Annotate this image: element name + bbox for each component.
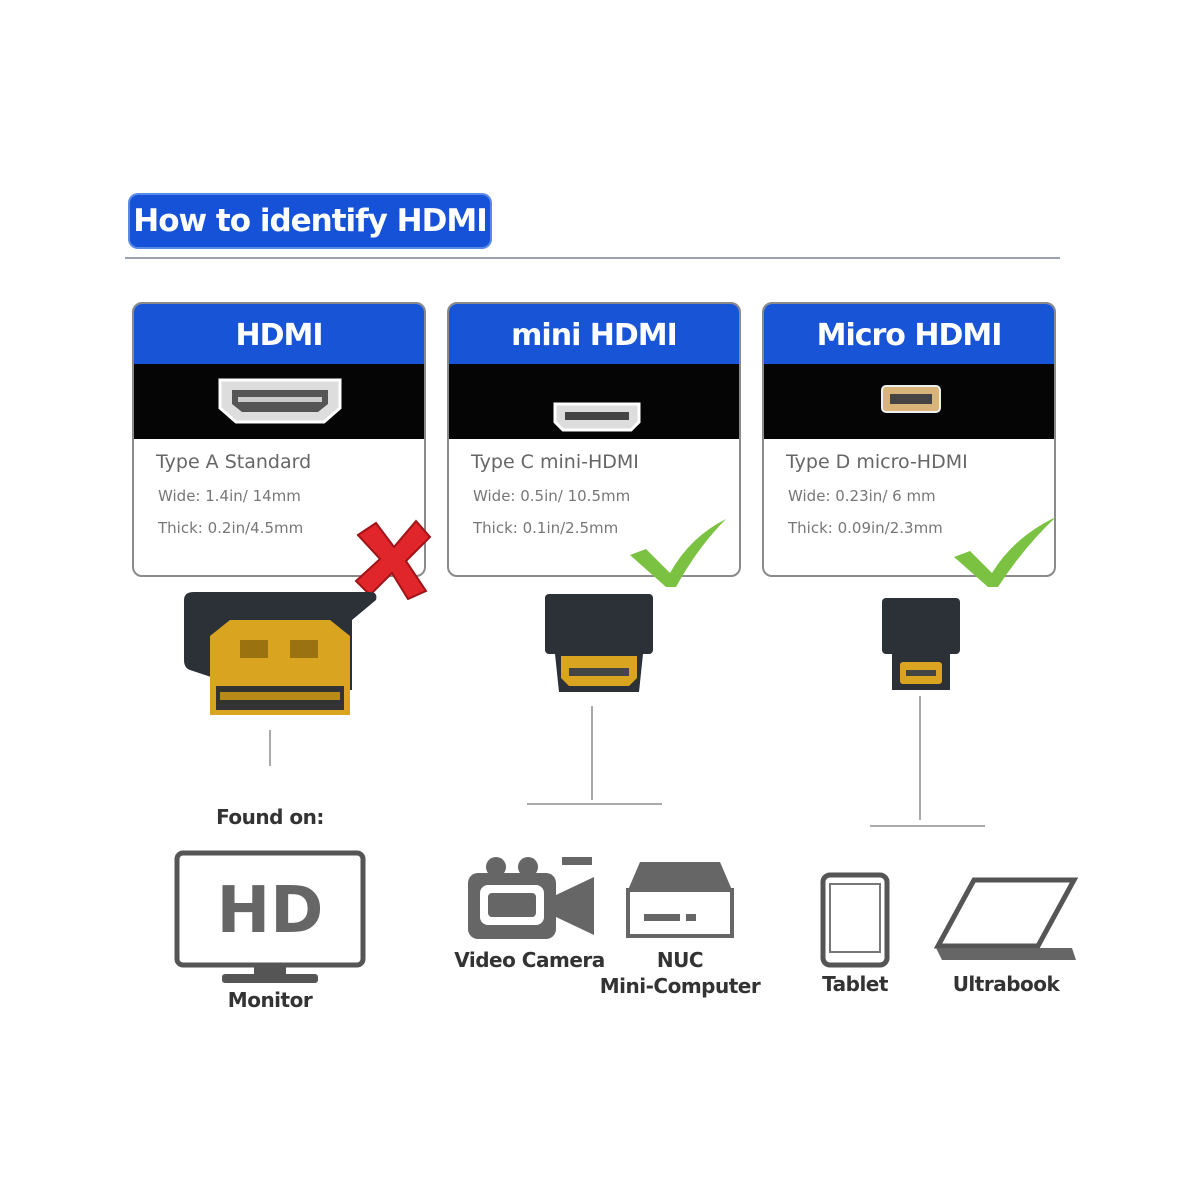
connector-line — [919, 696, 921, 820]
nuc-icon — [626, 862, 734, 938]
card-mini-hdmi: mini HDMI Type C mini-HDMI Wide: 0.5in/ … — [447, 302, 741, 577]
video-camera-label: Video Camera — [454, 948, 605, 972]
card-thick: Thick: 0.1in/2.5mm — [473, 519, 619, 537]
port-image — [449, 364, 739, 439]
mini-hdmi-connector-image — [545, 594, 653, 692]
mini-hdmi-port-icon — [553, 402, 641, 432]
connector-line — [870, 825, 985, 827]
card-type: Type D micro-HDMI — [786, 451, 968, 473]
card-title: Micro HDMI — [764, 304, 1054, 364]
monitor-label: Monitor — [227, 988, 313, 1012]
hdmi-connector-image — [184, 592, 377, 715]
page-title: How to identify HDMI — [130, 195, 490, 247]
card-wide: Wide: 0.23in/ 6 mm — [788, 487, 936, 505]
monitor-hd-text: HD — [217, 874, 324, 948]
tablet-label: Tablet — [822, 972, 888, 996]
card-thick: Thick: 0.2in/4.5mm — [158, 519, 304, 537]
card-title: HDMI — [134, 304, 424, 364]
found-on-label: Found on: — [216, 805, 324, 829]
port-image — [764, 364, 1054, 439]
nuc-sublabel: Mini-Computer — [599, 974, 761, 998]
cross-icon — [354, 519, 432, 600]
check-icon — [630, 519, 726, 587]
card-thick: Thick: 0.09in/2.3mm — [788, 519, 943, 537]
card-type: Type C mini-HDMI — [471, 451, 639, 473]
ultrabook-label: Ultrabook — [952, 972, 1060, 996]
ultrabook-icon — [934, 877, 1079, 960]
connector-line — [591, 706, 593, 800]
divider — [125, 257, 1060, 259]
nuc-label: NUC — [656, 948, 704, 972]
monitor-icon: HD — [174, 850, 366, 983]
card-title: mini HDMI — [449, 304, 739, 364]
check-icon — [954, 517, 1056, 587]
connector-line — [269, 730, 271, 766]
micro-hdmi-port-icon — [881, 385, 941, 413]
hdmi-port-icon — [218, 378, 342, 424]
card-wide: Wide: 1.4in/ 14mm — [158, 487, 301, 505]
micro-hdmi-connector-image — [882, 598, 960, 690]
card-type: Type A Standard — [156, 451, 312, 473]
tablet-icon — [820, 872, 890, 968]
connector-line — [527, 803, 662, 805]
video-camera-icon — [468, 857, 594, 939]
card-wide: Wide: 0.5in/ 10.5mm — [473, 487, 631, 505]
port-image — [134, 364, 424, 439]
card-micro-hdmi: Micro HDMI Type D micro-HDMI Wide: 0.23i… — [762, 302, 1056, 577]
card-hdmi: HDMI Type A Standard Wide: 1.4in/ 14mm T… — [132, 302, 426, 577]
